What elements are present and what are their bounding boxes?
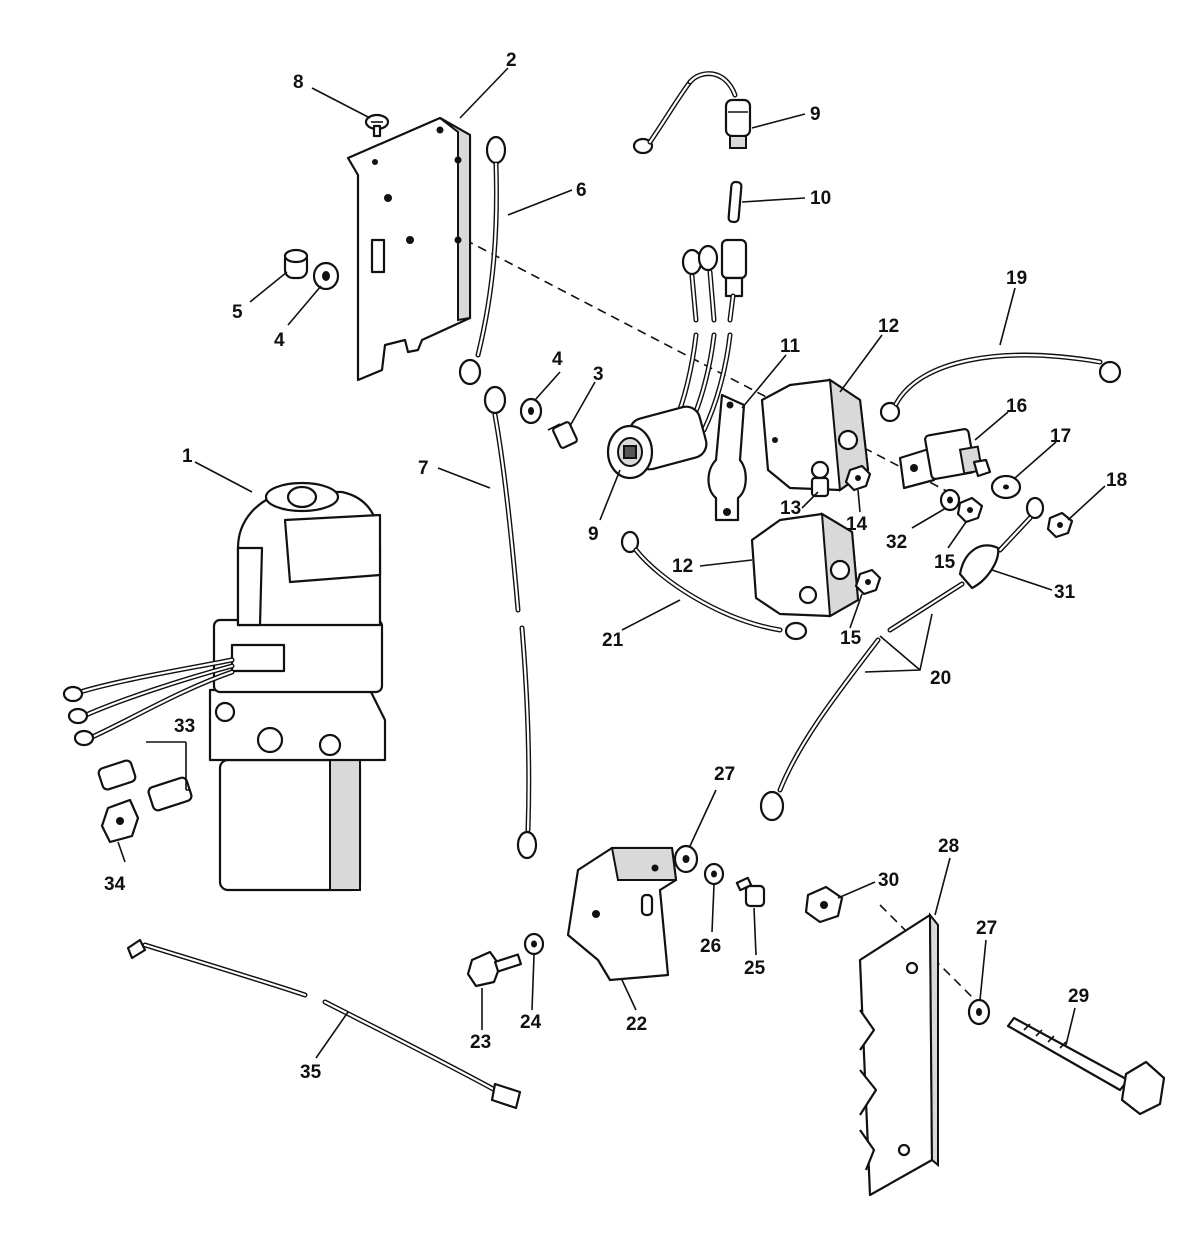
- fuse-10: [727, 180, 743, 224]
- washer-27-left: [673, 844, 699, 874]
- callout-11: 11: [780, 336, 801, 357]
- washer-24: [523, 932, 545, 956]
- callout-1: 1: [182, 446, 193, 467]
- callout-19: 19: [1006, 268, 1027, 289]
- solenoid-12-lower: [750, 512, 860, 618]
- jumper-cable-21: [620, 530, 808, 641]
- callout-10: 10: [810, 188, 831, 209]
- washer-4-right: [519, 397, 543, 425]
- nut-14: [844, 464, 872, 492]
- callout-35: 35: [300, 1062, 322, 1083]
- circuit-breaker-16: [898, 428, 992, 490]
- fitting-34: [100, 798, 140, 844]
- solenoid-12-upper: [760, 378, 870, 492]
- callout-26: 26: [700, 936, 721, 957]
- callout-12-lower: 12: [672, 556, 693, 577]
- ground-strap-6: [458, 135, 507, 386]
- callout-2: 2: [506, 50, 517, 71]
- lockwasher-32: [939, 488, 961, 512]
- callout-17: 17: [1050, 426, 1071, 447]
- cable-20: [759, 496, 1045, 822]
- callout-12-upper: 12: [878, 316, 899, 337]
- mounting-bracket: [346, 116, 472, 382]
- nut-30: [804, 885, 844, 924]
- fuse-holder: [681, 238, 748, 323]
- screw-13: [810, 476, 830, 498]
- fitting-33: [97, 759, 193, 812]
- harness-35: [126, 938, 522, 1110]
- callout-7: 7: [418, 458, 429, 479]
- callout-15-right: 15: [934, 552, 956, 573]
- connector-plug-9: [632, 71, 752, 155]
- callout-16: 16: [1006, 396, 1027, 417]
- leader-lines: [117, 67, 1106, 1059]
- callout-15-lower: 15: [840, 628, 862, 649]
- nut-18: [1046, 511, 1074, 539]
- alignment-line-lower: [879, 904, 986, 1011]
- callout-24: 24: [520, 1012, 542, 1033]
- screw-25: [735, 876, 766, 908]
- callout-4-left: 4: [274, 330, 285, 351]
- callout-13: 13: [780, 498, 801, 519]
- callout-22: 22: [626, 1014, 647, 1035]
- callout-5: 5: [232, 302, 243, 323]
- callout-30: 30: [878, 870, 899, 891]
- bushing-5: [283, 248, 309, 280]
- screw-8: [364, 113, 390, 138]
- cable-7: [483, 385, 538, 860]
- callout-28: 28: [938, 836, 959, 857]
- callout-33: 33: [174, 716, 195, 737]
- callout-34: 34: [104, 874, 126, 895]
- callout-3: 3: [593, 364, 604, 385]
- callout-8: 8: [293, 72, 304, 93]
- washer-4: [312, 261, 340, 291]
- callout-27-right: 27: [976, 918, 997, 939]
- washer-17: [990, 474, 1022, 500]
- washer-27-right: [967, 998, 991, 1026]
- callout-29: 29: [1068, 986, 1089, 1007]
- callout-32: 32: [886, 532, 907, 553]
- socket-9: [606, 332, 733, 480]
- bracket-22: [566, 846, 678, 982]
- callout-21: 21: [602, 630, 624, 651]
- callout-9-upper: 9: [810, 104, 821, 125]
- callout-18: 18: [1106, 470, 1127, 491]
- lockwasher-26: [703, 862, 725, 886]
- pump-motor-1: [62, 481, 387, 892]
- bolt-3: [547, 421, 578, 449]
- callout-31: 31: [1054, 582, 1076, 603]
- callout-14: 14: [846, 514, 868, 535]
- callout-4-right: 4: [552, 349, 563, 370]
- bolt-23: [466, 950, 523, 988]
- nut-15-lower: [854, 568, 882, 596]
- block-28: [858, 912, 939, 1197]
- callout-27-left: 27: [714, 764, 735, 785]
- callout-9-lower: 9: [588, 524, 599, 545]
- bolt-29: [1006, 1016, 1166, 1116]
- nut-15-upper: [956, 496, 984, 524]
- cable-19: [879, 352, 1122, 423]
- callout-20: 20: [930, 668, 951, 689]
- clamp-bracket-11: [707, 393, 747, 522]
- callout-23: 23: [470, 1032, 491, 1053]
- callout-25: 25: [744, 958, 766, 979]
- callout-6: 6: [576, 180, 587, 201]
